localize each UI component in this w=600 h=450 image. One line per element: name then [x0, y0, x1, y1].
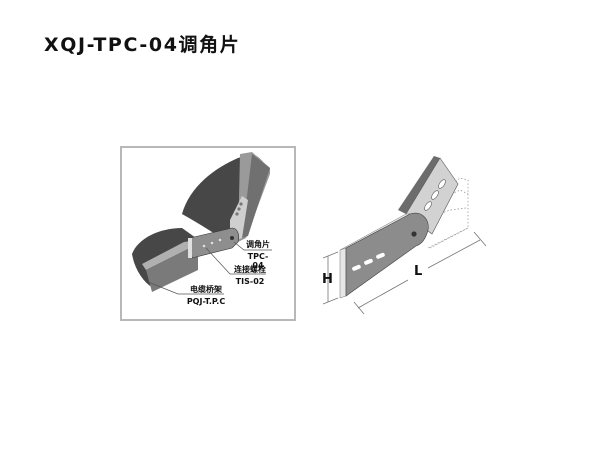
angle-plate-graphic: [322, 156, 487, 315]
callout-angle-plate-name: 调角片: [246, 240, 270, 249]
cable-tray-assembly-graphic: [132, 152, 272, 295]
length-dimension-label: L: [414, 264, 423, 279]
callout-cable-tray-code: PQJ-T.P.C: [186, 297, 226, 306]
callout-angle-plate-code: TPC-04: [247, 252, 269, 270]
angle-plate-dimension-drawing: H L: [310, 150, 500, 320]
callout-connecting-bolt: 连接螺栓 TIS-02: [232, 265, 268, 286]
callout-angle-plate: 调角片 TPC-04: [244, 240, 272, 270]
installation-illustration: 调角片 TPC-04 连接螺栓 TIS-02 电缆桥架 PQJ-T.P.C: [120, 146, 298, 324]
callout-cable-tray-name: 电缆桥架: [190, 285, 222, 294]
page-title: XQJ-TPC-04调角片: [44, 34, 241, 56]
callout-connecting-bolt-code: TIS-02: [235, 277, 265, 286]
height-dimension-label: H: [322, 272, 333, 287]
callout-cable-tray: 电缆桥架 PQJ-T.P.C: [184, 285, 228, 306]
callout-connecting-bolt-name: 连接螺栓: [234, 265, 266, 274]
